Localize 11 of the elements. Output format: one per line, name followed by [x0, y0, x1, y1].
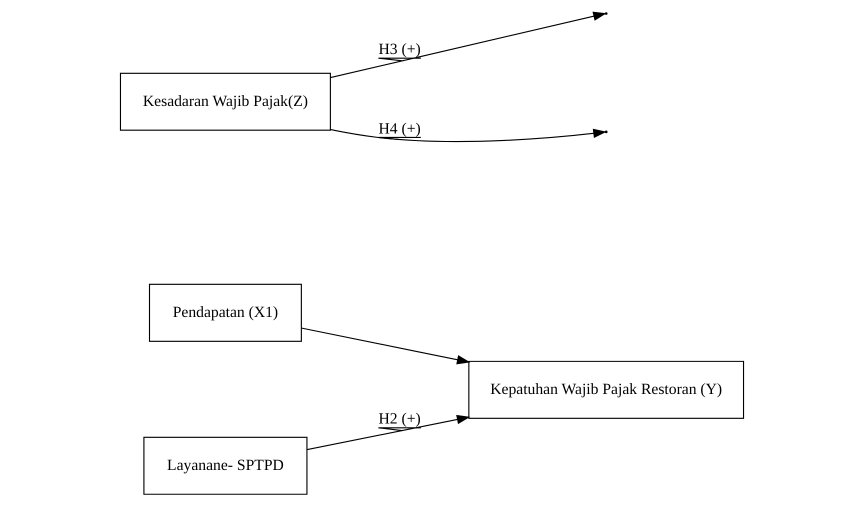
arrow	[330, 12, 607, 78]
arrow	[330, 128, 607, 142]
node-box: Layanane- SPTPD	[143, 436, 308, 495]
node-box: Kesadaran Wajib Pajak(Z)	[120, 72, 331, 131]
arrow	[307, 414, 470, 450]
node-box: Pendapatan (X1)	[148, 284, 302, 342]
arrow	[302, 328, 470, 364]
edge-label: H3 (+)	[378, 40, 421, 58]
node-box: Kepatuhan Wajib Pajak Restoran (Y)	[468, 360, 744, 419]
edge-label: H2 (+)	[378, 410, 421, 428]
edge-label: H4 (+)	[378, 120, 421, 138]
